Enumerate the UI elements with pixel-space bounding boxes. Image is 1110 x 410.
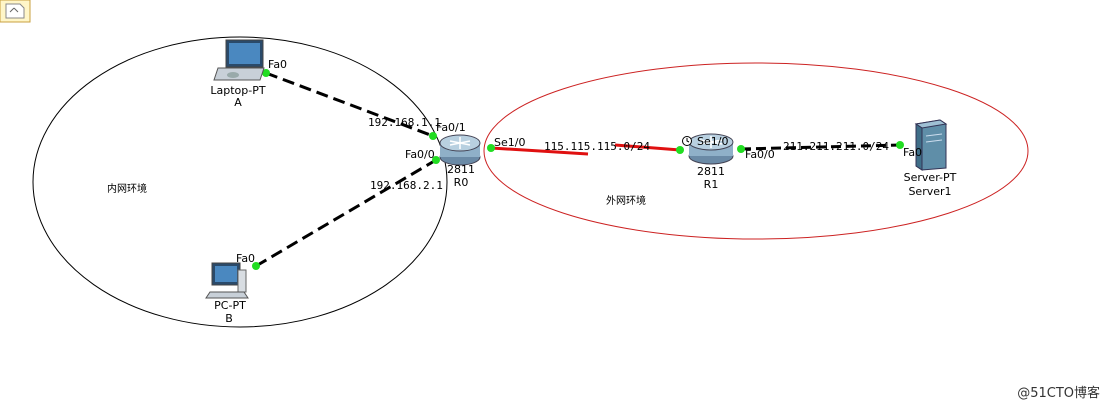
laptop-port-label: Fa0 bbox=[268, 58, 287, 71]
r0-port-fa00-label: Fa0/0 bbox=[405, 148, 435, 161]
port-dot bbox=[262, 69, 270, 77]
link-r0-r1-serial-b[interactable] bbox=[614, 143, 681, 152]
pc-name-label: B bbox=[225, 312, 233, 325]
pc-icon bbox=[205, 262, 249, 299]
r1-port-fa-label: Fa0/0 bbox=[745, 148, 775, 161]
laptop-type-label: Laptop-PT bbox=[210, 84, 265, 97]
router-icon bbox=[688, 133, 734, 165]
router-icon bbox=[439, 134, 481, 166]
watermark: @51CTO博客 bbox=[1017, 385, 1100, 401]
r1-name-label: R1 bbox=[704, 178, 719, 191]
r0-port-fa01-label: Fa0/1 bbox=[436, 121, 466, 134]
port-dots bbox=[252, 69, 904, 270]
laptop-name-label: A bbox=[234, 96, 242, 109]
note-tool-icon[interactable] bbox=[0, 0, 31, 23]
link-r0-r1-serial[interactable] bbox=[490, 146, 589, 156]
wan-zone-label: 外网环境 bbox=[606, 194, 646, 207]
server-icon bbox=[914, 119, 948, 171]
server-port-label: Fa0 bbox=[903, 146, 922, 159]
r0-port-se-label: Se1/0 bbox=[494, 136, 525, 149]
port-dot bbox=[252, 262, 260, 270]
link-laptop-r0[interactable] bbox=[265, 71, 434, 138]
port-dot bbox=[896, 141, 904, 149]
router-r0-device[interactable]: Fa0/1 Fa0/0 Se1/0 2811 R0 bbox=[405, 121, 525, 189]
lan-zone-label: 内网环境 bbox=[107, 182, 147, 195]
server-name-label: Server1 bbox=[908, 185, 951, 198]
wan-zone-ellipse bbox=[483, 62, 1029, 240]
link-pc-r0-ip-label: 192.168.2.1 bbox=[370, 179, 443, 192]
r1-model-label: 2811 bbox=[697, 165, 725, 178]
laptop-icon bbox=[213, 39, 265, 81]
port-dot bbox=[676, 146, 684, 154]
link-r1-server-network-label: 211.211.211.0/24 bbox=[783, 140, 889, 153]
pc-device[interactable]: Fa0 PC-PT B bbox=[205, 252, 255, 325]
pc-port-label: Fa0 bbox=[236, 252, 255, 265]
port-dot bbox=[432, 156, 440, 164]
r1-port-se-label: Se1/0 bbox=[697, 135, 728, 148]
port-dot bbox=[487, 144, 495, 152]
lan-zone-ellipse bbox=[32, 36, 448, 328]
port-dot bbox=[737, 145, 745, 153]
r0-model-label: 2811 bbox=[447, 163, 475, 176]
link-r1-server[interactable] bbox=[740, 143, 901, 151]
port-dot bbox=[429, 132, 437, 140]
laptop-device[interactable]: Fa0 Laptop-PT A bbox=[210, 39, 287, 109]
pc-type-label: PC-PT bbox=[214, 299, 246, 312]
link-r0-r1-network-label: 115.115.115.0/24 bbox=[544, 140, 650, 153]
link-laptop-r0-ip-label: 192.168.1.1 bbox=[368, 116, 441, 129]
server-type-label: Server-PT bbox=[904, 171, 957, 184]
link-pc-r0[interactable] bbox=[255, 158, 437, 268]
router-r1-device[interactable]: Se1/0 Fa0/0 2811 R1 bbox=[682, 133, 775, 191]
server-device[interactable]: Fa0 Server-PT Server1 bbox=[903, 119, 957, 198]
clock-icon bbox=[682, 136, 692, 146]
r0-name-label: R0 bbox=[454, 176, 469, 189]
